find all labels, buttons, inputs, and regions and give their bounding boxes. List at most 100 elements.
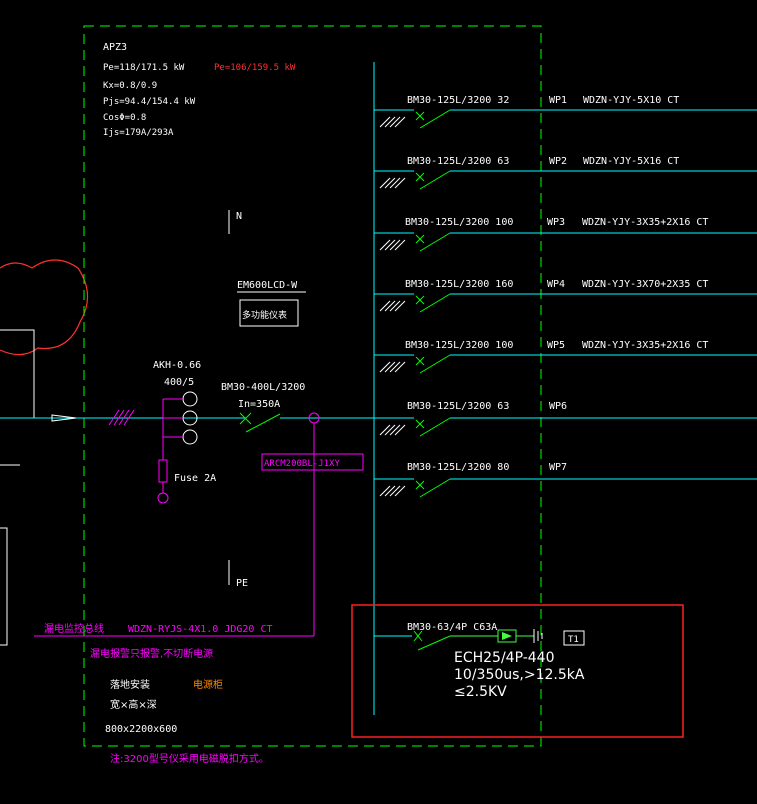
meter-caption: 多功能仪表 xyxy=(242,309,287,321)
main-breaker-rating: In=350A xyxy=(238,399,280,410)
panel-name: APZ3 xyxy=(103,42,127,53)
feeder-breaker-contact xyxy=(419,293,451,313)
feeder-cable-tick xyxy=(379,485,391,497)
feeder-breaker: BM30-125L/3200 80 xyxy=(407,462,509,473)
feeder-cable-tick xyxy=(394,177,406,189)
spd-highlight-box xyxy=(351,604,684,738)
spd-arrow-icon xyxy=(502,632,512,640)
left-external-symbols xyxy=(0,259,89,646)
panel-pe: Pe=118/171.5 kW xyxy=(103,63,185,73)
leakage-bus-label: 漏电监控总线 xyxy=(44,622,104,635)
feeder-cable-tick xyxy=(379,239,391,251)
feeder-circuit: WP7 xyxy=(549,462,567,473)
feeder-3: BM30-125L/3200 100 WP3 WDZN-YJY-3X35+2X1… xyxy=(405,217,708,228)
feeder-circuit: WP3 xyxy=(547,217,565,228)
feeder-cable-tick xyxy=(384,361,396,373)
fuse-label: Fuse 2A xyxy=(174,473,216,484)
neutral-label: N xyxy=(236,211,242,222)
leakage-monitor xyxy=(34,412,364,637)
ct-secondary xyxy=(157,398,183,504)
panel-pjs: Pjs=94.4/154.4 kW xyxy=(103,97,196,107)
feeder-cable-tick xyxy=(384,485,396,497)
feeder-breaker-contact xyxy=(419,109,451,129)
install-dims-label: 宽×高×深 xyxy=(110,698,157,711)
feeder-4: BM30-125L/3200 160 WP4 WDZN-YJY-3X70+2X3… xyxy=(405,279,708,290)
feeder-circuit: WP1 xyxy=(549,95,567,106)
feeder-2: BM30-125L/3200 63 WP2 WDZN-YJY-5X16 CT xyxy=(407,156,679,167)
main-breaker-model: BM30-400L/3200 xyxy=(221,382,305,393)
spd-breaker-contact xyxy=(417,635,451,651)
feeder-cable-tick xyxy=(384,424,396,436)
spd-tag: T1 xyxy=(568,635,579,645)
feeder-cable-tick xyxy=(379,177,391,189)
feeder-circuit: WP6 xyxy=(549,401,567,412)
feeder-breaker-contact xyxy=(419,170,451,190)
feeder-circuit: WP2 xyxy=(549,156,567,167)
feeder-cable-tick xyxy=(384,116,396,128)
feeder-cable: WDZN-YJY-3X35+2X16 CT xyxy=(582,340,708,351)
feeder-cable-tick xyxy=(379,361,391,373)
feeder-breaker: BM30-125L/3200 100 xyxy=(405,340,513,351)
feeder-breaker: BM30-125L/3200 63 xyxy=(407,401,509,412)
cabinet-frame xyxy=(83,25,542,747)
feeder-breaker-cross xyxy=(415,172,425,182)
cloud-markup xyxy=(0,259,89,356)
main-breaker xyxy=(239,412,374,433)
feeder-breaker: BM30-125L/3200 160 xyxy=(405,279,513,290)
feeder-breaker-cross xyxy=(415,419,425,429)
install-method: 落地安装 xyxy=(110,678,150,691)
feeder-cable-tick xyxy=(394,300,406,312)
monitor-module-box xyxy=(261,453,364,471)
install-type: 电源柜 xyxy=(193,678,223,691)
spd-tag-box xyxy=(563,630,585,646)
feeder-breaker-contact xyxy=(419,417,451,437)
spd-circuit xyxy=(374,629,585,651)
feeder-cable-tick xyxy=(379,424,391,436)
spd-spec: 10/350us,>12.5kA xyxy=(454,667,585,683)
feeder-breaker: BM30-125L/3200 100 xyxy=(405,217,513,228)
spd-voltage: ≤2.5KV xyxy=(454,684,507,700)
feeder-cable-tick xyxy=(389,424,401,436)
feeder-list: BM30-125L/3200 32 WP1 WDZN-YJY-5X10 CT B… xyxy=(374,95,757,498)
feeder-breaker-cross xyxy=(415,295,425,305)
ct-model: AKH-0.66 xyxy=(153,360,201,371)
feeder-cable: WDZN-YJY-5X10 CT xyxy=(583,95,679,106)
feeder-cable-tick xyxy=(394,485,406,497)
feeder-cable-tick xyxy=(389,361,401,373)
spd-breaker: BM30-63/4P C63A xyxy=(407,622,497,633)
feeder-breaker: BM30-125L/3200 63 xyxy=(407,156,509,167)
meter-model: EM600LCD-W xyxy=(237,280,298,291)
ct-ratio: 400/5 xyxy=(164,377,194,388)
panel-ijs: Ijs=179A/293A xyxy=(103,128,174,138)
feeder-cable-tick xyxy=(384,177,396,189)
feeder-cable: WDZN-YJY-3X35+2X16 CT xyxy=(582,217,708,228)
left-box xyxy=(0,527,8,646)
feeder-breaker: BM30-125L/3200 32 xyxy=(407,95,509,106)
feeder-breaker-contact xyxy=(419,354,451,374)
feeder-breaker-cross xyxy=(415,111,425,121)
feeder-breaker-contact xyxy=(419,232,451,252)
feeder-5: BM30-125L/3200 100 WP5 WDZN-YJY-3X35+2X1… xyxy=(405,340,708,351)
feeder-breaker-cross xyxy=(415,234,425,244)
feeder-cable-tick xyxy=(389,116,401,128)
feeder-cable: WDZN-YJY-5X16 CT xyxy=(583,156,679,167)
feeder-breaker-cross xyxy=(415,480,425,490)
feeder-circuit: WP5 xyxy=(547,340,565,351)
meter-box xyxy=(239,299,299,327)
feeder-cable-tick xyxy=(384,239,396,251)
feeder-cable-tick xyxy=(394,116,406,128)
feeder-cable: WDZN-YJY-3X70+2X35 CT xyxy=(582,279,708,290)
incoming-line xyxy=(0,409,246,426)
feeder-cable-tick xyxy=(379,300,391,312)
install-dims: 800x2200x600 xyxy=(105,724,177,735)
feeder-cable-tick xyxy=(389,300,401,312)
feeder-cable-tick xyxy=(389,485,401,497)
feeder-circuit: WP4 xyxy=(547,279,565,290)
feeder-cable-tick xyxy=(389,177,401,189)
main-breaker-contact xyxy=(245,413,281,433)
pe-label: PE xyxy=(236,578,248,589)
panel-cos: CosΦ=0.8 xyxy=(103,113,146,123)
panel-pe-red: Pe=106/159.5 kW xyxy=(214,63,296,73)
